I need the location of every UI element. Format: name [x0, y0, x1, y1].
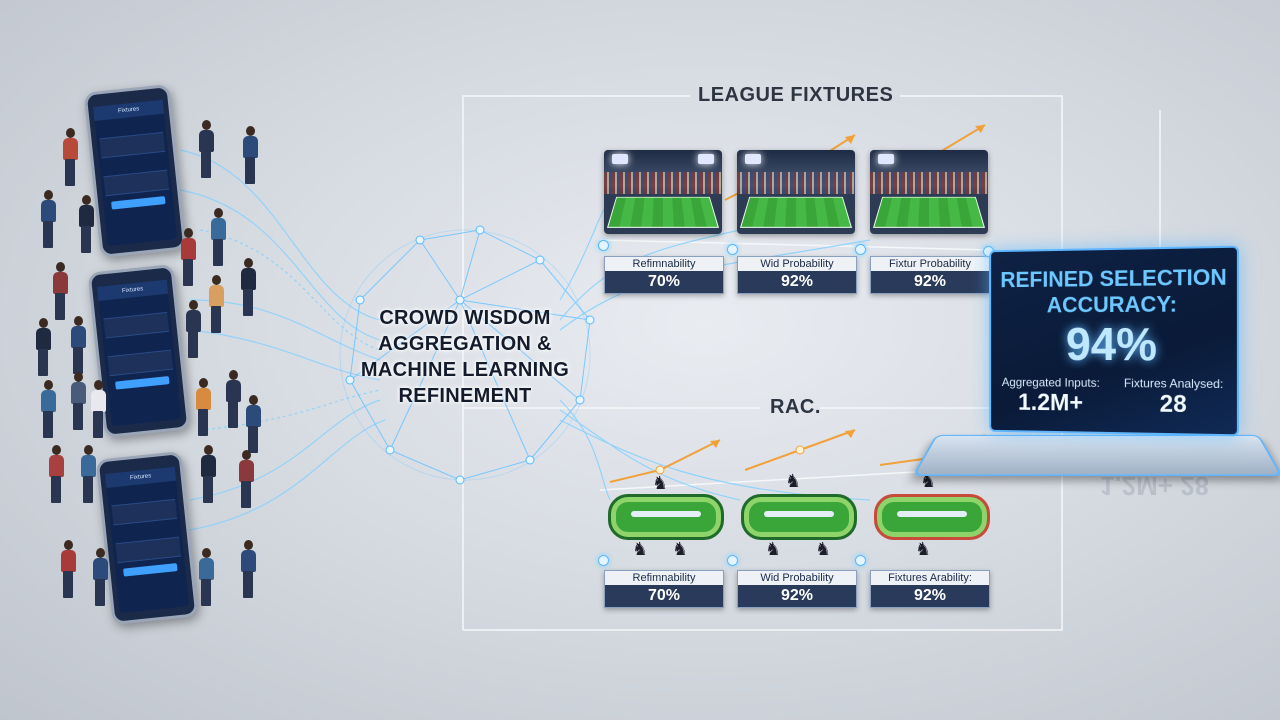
horse-icon: ♞	[672, 539, 689, 559]
result-title-line: ACCURACY:	[1046, 291, 1178, 318]
stat-label: Fixtures Arability:	[871, 571, 989, 585]
result-title: REFINED SELECTION ACCURACY:	[991, 264, 1237, 318]
center-title-line: MACHINE LEARNING	[360, 359, 570, 381]
stat-label: Wid Probability	[738, 257, 856, 271]
racing-stat-1: Refimnability 70%	[604, 570, 724, 608]
race-track-image-2: ♞ ♞ ♞	[737, 471, 857, 559]
result-monitor: REFINED SELECTION ACCURACY: 94% Aggregat…	[989, 245, 1239, 437]
center-title-line: REFINEMENT	[398, 385, 532, 407]
horse-icon: ♞	[915, 539, 932, 559]
center-title-line: CROWD WISDOM	[379, 307, 551, 329]
fixtures-label: Fixtures Analysed:	[1123, 376, 1224, 392]
connector-dot	[727, 555, 738, 566]
fixtures-value: 28	[1159, 390, 1187, 419]
race-track-image-3: ♞ ♞	[870, 471, 990, 559]
racing-title: RAC.	[770, 396, 821, 418]
stat-label: Wid Probability	[738, 571, 856, 585]
monitor-reflection: 1.2M+ 28	[1100, 471, 1210, 501]
horse-icon: ♞	[815, 539, 832, 559]
connector-dot	[727, 244, 738, 255]
stadium-image-2	[737, 150, 855, 234]
race-track-image-1: ♞ ♞ ♞	[604, 472, 724, 559]
league-stat-3: Fixtur Probability 92%	[870, 256, 990, 294]
stadium-image-3	[870, 150, 988, 234]
result-title-line: REFINED SELECTION	[1000, 264, 1227, 293]
stat-label: Refimnability	[605, 571, 723, 585]
inputs-label: Aggregated Inputs:	[1001, 375, 1100, 390]
racing-stat-3: Fixtures Arability: 92%	[870, 570, 990, 608]
stat-value: 92%	[780, 587, 814, 604]
horse-icon: ♞	[632, 539, 649, 559]
stat-label: Fixtur Probability	[871, 257, 989, 271]
stat-label: Refimnability	[605, 257, 723, 271]
horse-icon: ♞	[785, 471, 802, 491]
crowd-people	[0, 0, 280, 640]
league-fixtures-title: LEAGUE FIXTURES	[698, 84, 894, 106]
connector-dot	[855, 244, 866, 255]
stat-value: 70%	[647, 587, 681, 604]
stat-value: 92%	[780, 273, 814, 290]
center-title: CROWD WISDOM AGGREGATION & MACHINE LEARN…	[340, 305, 590, 409]
horse-icon: ♞	[652, 473, 669, 493]
league-stat-1: Refimnability 70%	[604, 256, 724, 294]
fixtures-stat: Fixtures Analysed: 28	[1111, 376, 1237, 420]
horse-icon: ♞	[765, 539, 782, 559]
stat-value: 92%	[913, 273, 947, 290]
inputs-value: 1.2M+	[1018, 389, 1084, 417]
league-stat-2: Wid Probability 92%	[737, 256, 857, 294]
inputs-stat: Aggregated Inputs: 1.2M+	[991, 375, 1111, 418]
center-title-line: AGGREGATION &	[378, 333, 552, 355]
display-base	[912, 434, 1280, 477]
connector-dot	[855, 555, 866, 566]
stat-value: 92%	[913, 587, 947, 604]
connector-dot	[598, 555, 609, 566]
stadium-image-1	[604, 150, 722, 234]
horse-icon: ♞	[920, 471, 937, 491]
accuracy-value: 94%	[1065, 317, 1158, 371]
racing-stat-2: Wid Probability 92%	[737, 570, 857, 608]
stat-value: 70%	[647, 273, 681, 290]
connector-dot	[598, 240, 609, 251]
